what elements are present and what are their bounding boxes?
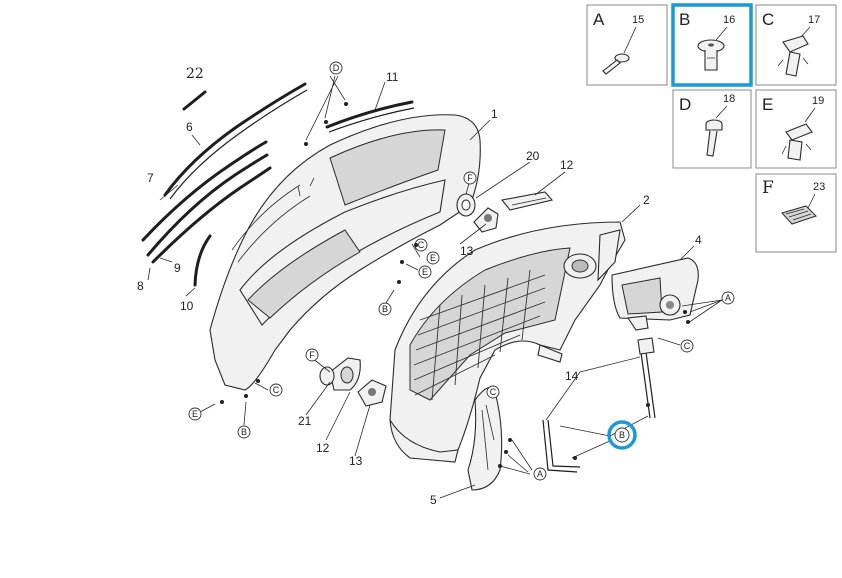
sensor-13-lower (357, 379, 387, 407)
svg-text:C: C (273, 385, 280, 395)
callout-2: 2 (643, 193, 650, 207)
svg-text:B: B (241, 427, 247, 437)
callout-14: 14 (565, 369, 579, 383)
svg-text:E: E (430, 253, 436, 263)
legend-box-b: B 16 (671, 3, 753, 87)
legend-part-17: 17 (808, 14, 820, 26)
svg-text:D: D (333, 63, 340, 73)
svg-text:C: C (684, 341, 691, 351)
marker-e-2: E (418, 265, 432, 279)
legend-part-15: 15 (632, 14, 644, 26)
trim-strip-10 (193, 234, 212, 287)
marker-d: D (329, 61, 343, 75)
callout-12-upper: 12 (560, 158, 574, 172)
svg-text:C: C (418, 240, 425, 250)
grommet-20 (456, 193, 476, 217)
plug-clip-icon (781, 123, 813, 161)
legend-letter-a: A (593, 10, 605, 29)
trim-strip-6 (163, 82, 308, 200)
callout-6: 6 (186, 120, 193, 134)
callout-13-lower: 13 (349, 454, 363, 468)
svg-text:F: F (309, 350, 315, 360)
marker-f-upper: F (463, 171, 477, 185)
callout-9: 9 (174, 261, 181, 275)
bolt-icon (705, 119, 723, 157)
upper-bumper-cover (209, 114, 481, 391)
legend-box-c: C 17 (755, 4, 837, 86)
callout-5: 5 (430, 493, 437, 507)
callout-20: 20 (526, 149, 540, 163)
trim-strip-7 (141, 140, 268, 242)
legend-box-e: E 19 (755, 89, 837, 169)
screw-icon (602, 53, 630, 75)
legend-box-d: D 18 (672, 89, 752, 169)
marker-a-1: A (533, 467, 547, 481)
legend-box-a: A 15 (586, 4, 668, 86)
svg-text:E: E (192, 409, 198, 419)
legend-box-f: F 23 (755, 173, 837, 253)
callout-11: 11 (386, 70, 399, 84)
legend-part-16: 16 (723, 14, 735, 26)
svg-text:C: C (490, 387, 497, 397)
callout-4: 4 (695, 233, 702, 247)
legend-letter-e: E (762, 95, 773, 114)
foam-pad-icon (781, 205, 817, 225)
callout-10: 10 (180, 299, 194, 313)
legend-letter-f: F (762, 178, 774, 198)
callout-13-upper: 13 (460, 244, 474, 258)
push-clip-icon (777, 35, 809, 77)
marker-b-highlighted: B (607, 420, 637, 450)
callout-12-lower: 12 (316, 441, 330, 455)
legend-letter-d: D (679, 95, 691, 114)
svg-text:A: A (725, 293, 731, 303)
trim-strip-9 (151, 166, 272, 264)
marker-c-3: C (486, 385, 500, 399)
fog-lamp-housing (611, 257, 699, 331)
legend-letter-b: B (679, 10, 690, 29)
trim-strip-11 (325, 100, 415, 133)
svg-text:B: B (619, 430, 625, 440)
support-bracket-14 (542, 337, 656, 473)
trim-strip-22 (182, 90, 207, 111)
marker-b-highlight-ring (607, 420, 637, 450)
fastener-markers: D F F C E E B E (188, 61, 735, 481)
legend-part-18: 18 (723, 93, 735, 105)
svg-text:E: E (422, 267, 428, 277)
svg-text:B: B (382, 304, 388, 314)
reflector-12-upper (500, 191, 554, 211)
legend-part-23: 23 (813, 181, 825, 193)
svg-text:F: F (467, 173, 473, 183)
sensor-13-upper (473, 207, 499, 233)
callout-21: 21 (298, 414, 312, 428)
marker-b-1: B (378, 302, 392, 316)
lower-bumper-grille (389, 221, 626, 463)
rivet-icon (697, 39, 725, 71)
grille-mesh (413, 269, 546, 401)
trim-strip-8 (146, 153, 269, 257)
marker-f-lower: F (305, 348, 319, 362)
reflector-12-lower (329, 357, 361, 391)
callout-22: 22 (186, 66, 204, 82)
marker-e-3: E (188, 407, 202, 421)
grommet-21 (319, 366, 335, 386)
marker-e-1: E (426, 251, 440, 265)
marker-a-2: A (721, 291, 735, 305)
marker-b-2: B (237, 425, 251, 439)
callout-numbers: 1 2 4 5 6 7 8 9 10 11 12 12 13 13 14 20 … (137, 66, 702, 507)
callout-8: 8 (137, 279, 144, 293)
fastener-dots (220, 102, 690, 468)
leader-lines (147, 75, 723, 499)
callout-1: 1 (491, 107, 498, 121)
callout-7: 7 (147, 171, 154, 185)
legend-part-19: 19 (812, 95, 824, 107)
svg-text:A: A (537, 469, 543, 479)
marker-c-2: C (269, 383, 283, 397)
marker-c-1: C (414, 238, 428, 252)
marker-c-4: C (680, 339, 694, 353)
legend-letter-c: C (762, 10, 774, 29)
